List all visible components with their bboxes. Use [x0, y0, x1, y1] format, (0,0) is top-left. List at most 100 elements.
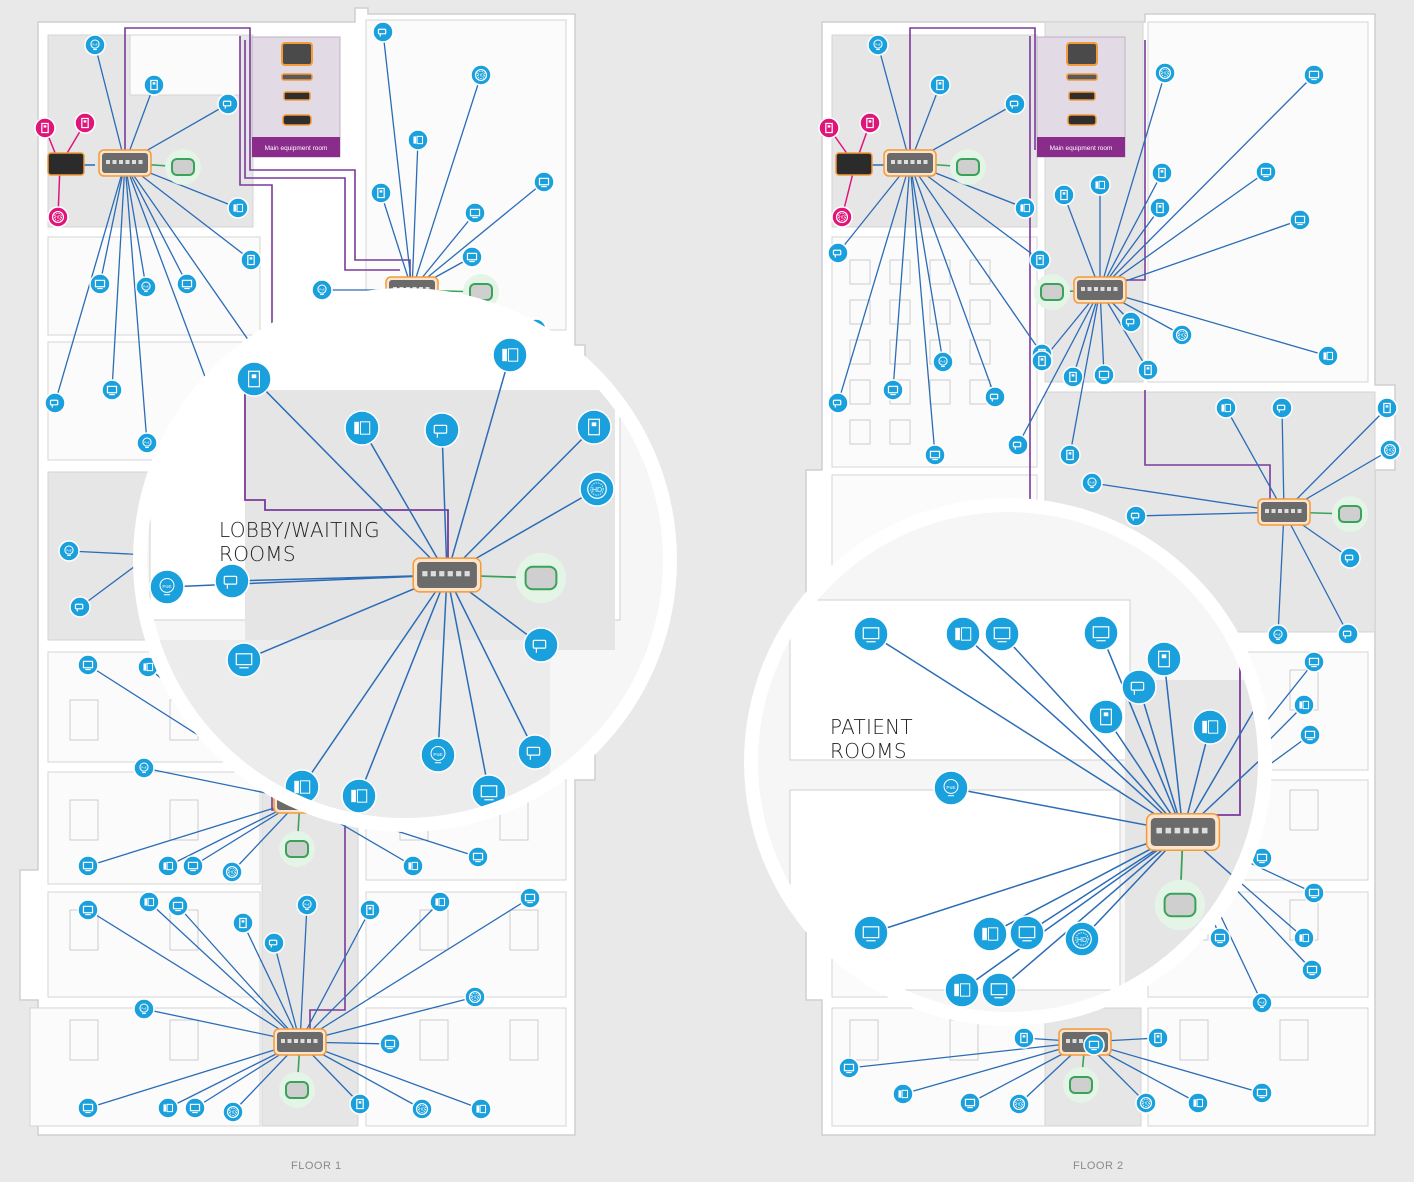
access-panel-icon[interactable] [74, 112, 96, 134]
access-panel-icon[interactable] [1059, 444, 1081, 466]
floor-1-alarm-controller-icon[interactable] [47, 152, 85, 176]
access-panel-icon[interactable] [359, 899, 381, 921]
poe-light-icon[interactable]: PoE [867, 34, 889, 56]
hd-camera-icon[interactable]: HD [47, 206, 69, 228]
monitor-icon[interactable] [89, 273, 111, 295]
phone-icon[interactable] [1215, 397, 1237, 419]
monitor-icon[interactable] [176, 273, 198, 295]
floor-1-wap-a[interactable] [171, 158, 195, 176]
phone-icon[interactable] [470, 1098, 492, 1120]
poe-light-icon[interactable]: PoE [1267, 624, 1289, 646]
monitor-icon[interactable] [984, 616, 1020, 652]
hd-camera-icon[interactable]: HD [470, 64, 492, 86]
camera-icon[interactable] [1120, 311, 1142, 333]
poe-light-icon[interactable]: PoE [135, 276, 157, 298]
phone-icon[interactable] [944, 972, 980, 1008]
monitor-icon[interactable] [167, 895, 189, 917]
monitor-icon[interactable] [1093, 364, 1115, 386]
camera-icon[interactable] [44, 392, 66, 414]
monitor-icon[interactable] [853, 915, 889, 951]
poe-light-icon[interactable]: PoE [1081, 472, 1103, 494]
phone-icon[interactable] [1192, 709, 1228, 745]
camera-icon[interactable] [217, 93, 239, 115]
hd-camera-icon[interactable]: HD [1135, 1092, 1157, 1114]
monitor-icon[interactable] [519, 887, 541, 909]
access-panel-icon[interactable] [232, 912, 254, 934]
lobby-zoom-wap[interactable] [524, 565, 558, 591]
phone-icon[interactable] [1317, 345, 1339, 367]
patient-zoom-wap[interactable] [1163, 892, 1197, 918]
monitor-icon[interactable] [464, 202, 486, 224]
phone-icon[interactable] [407, 129, 429, 151]
hd-camera-icon[interactable]: HD [1171, 324, 1193, 346]
access-panel-icon[interactable] [240, 249, 262, 271]
phone-icon[interactable] [1293, 694, 1315, 716]
access-panel-icon[interactable] [818, 117, 840, 139]
monitor-icon[interactable] [184, 1097, 206, 1119]
monitor-icon[interactable] [77, 855, 99, 877]
camera-icon[interactable] [1125, 505, 1147, 527]
access-panel-icon[interactable] [1149, 197, 1171, 219]
camera-icon[interactable] [263, 932, 285, 954]
hd-camera-icon[interactable]: HD [1154, 62, 1176, 84]
poe-light-icon[interactable]: PoE [1251, 992, 1273, 1014]
camera-icon[interactable] [827, 242, 849, 264]
hd-camera-icon[interactable]: HD [411, 1098, 433, 1120]
phone-icon[interactable] [227, 197, 249, 219]
access-panel-icon[interactable] [1147, 1027, 1169, 1049]
access-panel-icon[interactable] [1146, 641, 1182, 677]
floor-2-wap-a[interactable] [956, 158, 980, 176]
hd-camera-icon[interactable]: HD [222, 1101, 244, 1123]
monitor-icon[interactable] [981, 972, 1017, 1008]
monitor-icon[interactable] [77, 899, 99, 921]
camera-icon[interactable] [984, 386, 1006, 408]
monitor-icon[interactable] [77, 1097, 99, 1119]
monitor-icon[interactable] [1299, 724, 1321, 746]
poe-light-icon[interactable]: PoE [136, 432, 158, 454]
floor-1-wap-c[interactable] [285, 840, 309, 858]
poe-light-icon[interactable]: PoE [58, 540, 80, 562]
access-panel-icon[interactable] [1029, 249, 1051, 271]
monitor-icon[interactable] [1083, 615, 1119, 651]
monitor-icon[interactable] [101, 379, 123, 401]
access-panel-icon[interactable] [929, 74, 951, 96]
floor-2-wap-b[interactable] [1040, 283, 1064, 301]
monitor-icon[interactable] [1209, 927, 1231, 949]
access-panel-icon[interactable] [1376, 397, 1398, 419]
floor-1-wap-d[interactable] [285, 1081, 309, 1099]
phone-icon[interactable] [892, 1083, 914, 1105]
phone-icon[interactable] [157, 1097, 179, 1119]
hd-camera-icon[interactable]: HD [1379, 439, 1401, 461]
camera-icon[interactable] [827, 392, 849, 414]
poe-light-icon[interactable]: PoE [933, 770, 969, 806]
camera-icon[interactable] [1121, 669, 1157, 705]
access-panel-icon[interactable] [859, 112, 881, 134]
floor-2-wap-d[interactable] [1069, 1076, 1093, 1094]
monitor-icon[interactable] [1255, 161, 1277, 183]
access-panel-icon[interactable] [34, 117, 56, 139]
monitor-icon[interactable] [77, 654, 99, 676]
monitor-icon[interactable] [226, 642, 262, 678]
phone-icon[interactable] [341, 778, 377, 814]
poe-light-icon[interactable]: PoE [149, 569, 185, 605]
camera-icon[interactable] [1004, 93, 1026, 115]
access-panel-icon[interactable] [1031, 350, 1053, 372]
poe-light-icon[interactable]: PoE [133, 998, 155, 1020]
phone-icon[interactable] [138, 891, 160, 913]
camera-icon[interactable] [214, 563, 250, 599]
camera-icon[interactable] [523, 627, 559, 663]
camera-icon[interactable] [424, 412, 460, 448]
camera-icon[interactable] [69, 596, 91, 618]
monitor-icon[interactable] [838, 1057, 860, 1079]
phone-icon[interactable] [402, 855, 424, 877]
phone-icon[interactable] [945, 616, 981, 652]
access-panel-icon[interactable] [236, 361, 272, 397]
access-panel-icon[interactable] [1013, 1027, 1035, 1049]
poe-light-icon[interactable]: PoE [932, 351, 954, 373]
floor-2-alarm-controller-icon[interactable] [835, 152, 873, 176]
monitor-icon[interactable] [882, 379, 904, 401]
hd-camera-icon[interactable]: HD [1064, 921, 1100, 957]
camera-icon[interactable] [372, 21, 394, 43]
monitor-icon[interactable] [461, 246, 483, 268]
access-panel-icon[interactable] [143, 74, 165, 96]
